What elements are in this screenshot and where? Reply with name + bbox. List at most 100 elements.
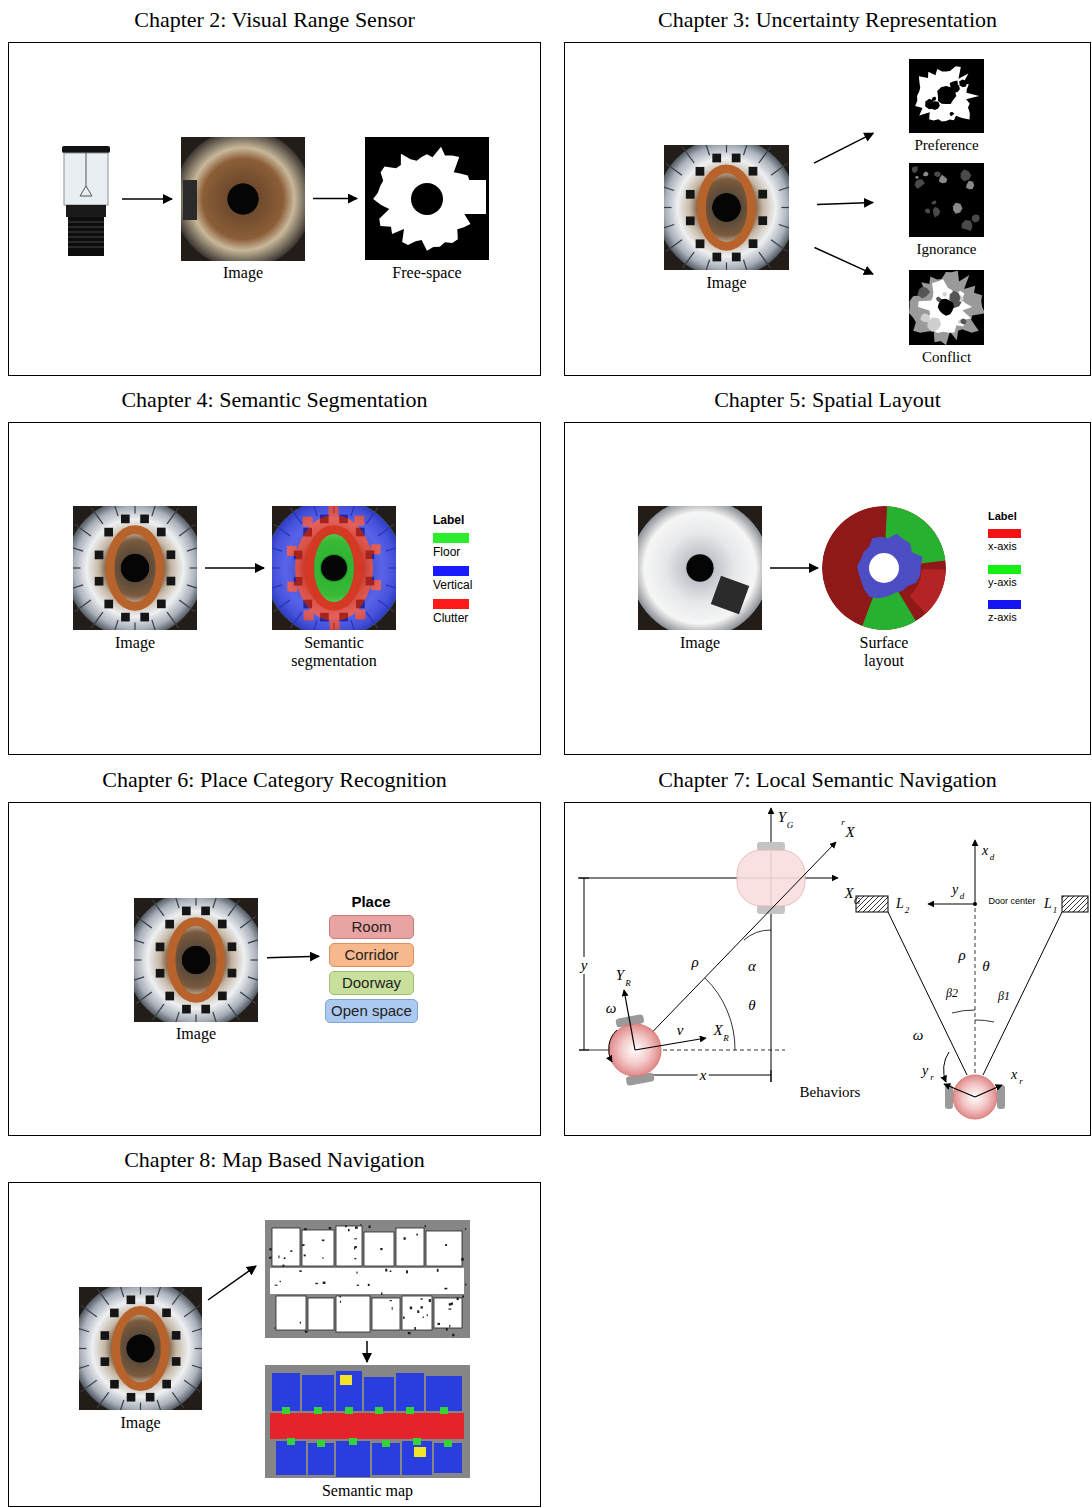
math-symbol: y <box>952 882 958 898</box>
obstacle-speckle <box>427 1314 428 1316</box>
map-ground <box>265 1365 470 1478</box>
room-region <box>272 1373 300 1411</box>
chair <box>201 1005 210 1014</box>
uncertain-patch <box>934 172 941 178</box>
label-anchor: R <box>625 972 631 990</box>
image-panel: Free-space <box>365 137 489 260</box>
math-symbol: x <box>1011 1067 1017 1083</box>
obstacle-speckle <box>348 1229 350 1231</box>
obstacle-speckle <box>385 1269 387 1272</box>
obstacle-speckle <box>417 1310 419 1313</box>
window-frame <box>152 900 164 916</box>
free-room <box>372 1298 400 1330</box>
camera-hole <box>713 194 741 222</box>
chair <box>157 528 166 537</box>
image-caption: Surface layout <box>844 634 924 670</box>
chapter-heading: Chapter 6: Place Category Recognition <box>9 767 540 793</box>
door-post <box>1062 896 1088 912</box>
conflict-patch <box>918 286 931 298</box>
window-frame <box>248 977 258 983</box>
conflict-patch <box>960 318 966 324</box>
window-frame <box>664 224 674 230</box>
free-room <box>402 1296 432 1330</box>
image-caption: Semantic segmentation <box>284 634 384 670</box>
conflict-patch <box>949 291 960 302</box>
sensor-arrow <box>122 198 172 200</box>
window-frame <box>726 145 727 153</box>
chair <box>201 907 210 916</box>
window-frame <box>228 900 240 916</box>
angle-arc <box>975 1020 994 1022</box>
window-frame <box>97 1289 109 1305</box>
obstacle-speckle <box>329 1227 331 1229</box>
label-anchor: r <box>930 1066 934 1084</box>
image-panel: Image <box>181 137 305 260</box>
landmark-ray <box>983 912 1062 1075</box>
door-normal <box>975 908 976 1073</box>
window-frame <box>134 623 135 630</box>
door-y-axis <box>928 904 975 905</box>
chair <box>140 613 149 622</box>
image-caption: Image <box>61 1414 221 1432</box>
chapter-panel: Chapter 2: Visual Range SensorImageFree-… <box>8 42 541 376</box>
clutter-chair <box>355 609 365 619</box>
obstacle-speckle <box>448 1309 451 1310</box>
math-symbol: 1 <box>1053 905 1058 916</box>
legend-text: Vertical <box>433 578 472 592</box>
legend-text: y-axis <box>988 576 1021 589</box>
label-anchor: d <box>960 885 965 903</box>
chair <box>228 942 237 951</box>
chair <box>121 515 130 524</box>
obstacle-speckle <box>305 1331 308 1333</box>
uncertain-patch <box>932 200 937 204</box>
chair <box>165 920 174 929</box>
lens-view <box>638 506 762 630</box>
preference-map <box>915 66 979 121</box>
chair <box>732 154 741 163</box>
label-anchor: y <box>579 956 590 974</box>
goal-robot <box>737 850 805 906</box>
window-frame <box>179 600 195 612</box>
window-frame <box>664 184 674 190</box>
lens-rib <box>68 247 104 248</box>
flow-arrow <box>817 203 873 205</box>
window-frame <box>112 620 118 630</box>
label-anchor: x <box>698 1066 709 1084</box>
extension-line <box>579 1050 612 1051</box>
obstacle-speckle <box>360 1224 361 1225</box>
diagram-label: Door center <box>988 896 1035 907</box>
flow-arrow <box>205 567 264 569</box>
obstacle-speckle <box>340 1296 341 1297</box>
window-frame <box>79 1365 89 1371</box>
chair <box>182 1005 191 1014</box>
legend-swatch <box>988 565 1021 574</box>
uncertain-patch <box>961 220 972 231</box>
image-caption: Ignorance <box>887 241 1007 258</box>
doorway-region <box>282 1407 290 1414</box>
room-region <box>302 1375 334 1411</box>
legend-swatch <box>433 533 469 543</box>
math-symbol: x <box>982 843 988 859</box>
obstacle-speckle <box>345 1225 347 1227</box>
doorway-region <box>440 1407 448 1414</box>
conflict-map <box>909 271 984 345</box>
clutter-chair <box>371 544 381 554</box>
window-frame <box>192 1365 202 1371</box>
uncertain-patch <box>915 179 925 189</box>
fisheye-photo <box>73 506 197 630</box>
math-symbol: R <box>723 1033 729 1044</box>
uncertain-patch <box>923 171 929 176</box>
window-frame <box>172 1289 184 1305</box>
clutter-chair <box>304 610 314 620</box>
window-frame <box>118 1400 124 1410</box>
window-frame <box>759 252 771 268</box>
table <box>171 922 221 999</box>
chair <box>104 528 113 537</box>
lens-rib <box>68 227 104 228</box>
conflict-region <box>918 279 972 333</box>
label-anchor: ρ <box>691 953 698 971</box>
obstacle-speckle <box>290 1250 292 1251</box>
window-frame <box>152 1004 164 1020</box>
